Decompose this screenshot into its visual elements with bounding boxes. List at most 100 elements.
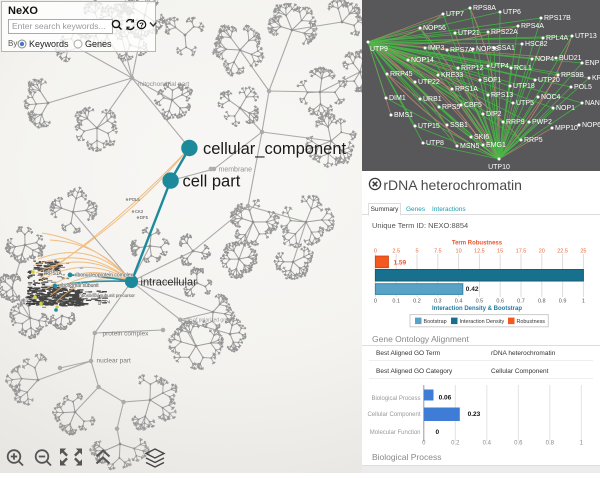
svg-text:NOP6: NOP6 (582, 122, 600, 129)
svg-text:RRP12: RRP12 (461, 65, 484, 72)
svg-text:5: 5 (415, 249, 418, 255)
svg-text:SSA1: SSA1 (497, 45, 515, 52)
svg-text:15: 15 (497, 249, 503, 255)
svg-text:BUD21: BUD21 (559, 55, 582, 62)
svg-text:NOP4: NOP4 (535, 56, 554, 63)
svg-text:RRP45: RRP45 (390, 71, 413, 78)
svg-text:CK2: CK2 (135, 209, 144, 214)
svg-text:?: ? (139, 20, 144, 29)
svg-text:DF5: DF5 (140, 215, 149, 220)
svg-text:0.6: 0.6 (496, 299, 504, 305)
svg-text:site of polarized growth: site of polarized growth (184, 318, 236, 324)
svg-text:NAN1: NAN1 (585, 100, 600, 107)
svg-text:RPS8A: RPS8A (473, 5, 496, 12)
svg-text:SSB1: SSB1 (450, 122, 468, 129)
svg-text:RPS9B: RPS9B (561, 72, 584, 79)
svg-text:RPS13: RPS13 (491, 92, 513, 99)
svg-text:RPS7A: RPS7A (450, 47, 473, 54)
svg-text:RPS4A: RPS4A (521, 23, 544, 30)
svg-text:1.59: 1.59 (394, 260, 407, 267)
svg-text:intracellular: intracellular (141, 277, 198, 289)
svg-text:0.2: 0.2 (451, 441, 460, 447)
svg-text:ribosomal subunit precursor: ribosomal subunit precursor (79, 293, 135, 298)
svg-text:RPS22A: RPS22A (491, 29, 518, 36)
svg-text:2.5: 2.5 (392, 249, 400, 255)
svg-text:UTP20: UTP20 (538, 77, 560, 84)
svg-text:NOP14: NOP14 (411, 57, 434, 64)
svg-text:0.2: 0.2 (413, 299, 421, 305)
svg-text:UTP8: UTP8 (426, 140, 444, 147)
svg-text:Cellular Component: Cellular Component (367, 412, 420, 418)
svg-text:MSN5: MSN5 (460, 143, 480, 150)
svg-text:NOP1: NOP1 (556, 105, 575, 112)
svg-text:RRP9: RRP9 (506, 119, 525, 126)
svg-text:SOF1: SOF1 (483, 77, 501, 84)
svg-text:EMG1: EMG1 (486, 142, 506, 149)
svg-text:KRE33: KRE33 (441, 72, 463, 79)
svg-text:UTP6: UTP6 (503, 9, 521, 16)
svg-text:10: 10 (456, 249, 462, 255)
svg-text:KRE1: KRE1 (592, 75, 600, 82)
svg-text:UTP13: UTP13 (575, 33, 597, 40)
svg-text:0.6: 0.6 (514, 441, 523, 447)
svg-text:NOP4: NOP4 (98, 300, 111, 305)
svg-text:nuclear part: nuclear part (97, 358, 132, 365)
svg-text:0.8: 0.8 (538, 299, 546, 305)
svg-text:0.7: 0.7 (517, 299, 525, 305)
svg-text:RPS1A: RPS1A (455, 86, 478, 93)
svg-text:DIM1: DIM1 (389, 95, 406, 102)
svg-text:RPS1A: RPS1A (46, 271, 63, 277)
svg-text:protein complex: protein complex (103, 331, 150, 338)
svg-text:0.06: 0.06 (439, 395, 452, 402)
svg-text:0.4: 0.4 (455, 299, 463, 305)
svg-text:POL5: POL5 (129, 197, 140, 202)
svg-text:0: 0 (374, 299, 377, 305)
svg-text:Genes: Genes (85, 39, 112, 49)
svg-text:0.9: 0.9 (559, 299, 567, 305)
svg-text:Robustness: Robustness (517, 319, 546, 325)
svg-text:DIP2: DIP2 (486, 111, 502, 118)
svg-text:0.23: 0.23 (468, 411, 481, 418)
svg-text:Molecular Function: Molecular Function (370, 430, 421, 436)
svg-text:0.8: 0.8 (546, 441, 555, 447)
svg-text:cell part: cell part (183, 173, 241, 191)
svg-text:0.5: 0.5 (476, 299, 484, 305)
svg-text:Bootstrap: Bootstrap (424, 319, 447, 325)
svg-text:MPP10: MPP10 (555, 125, 578, 132)
svg-text:0.1: 0.1 (392, 299, 400, 305)
svg-text:HSC82: HSC82 (525, 41, 548, 48)
svg-text:0.3: 0.3 (434, 299, 442, 305)
svg-text:25: 25 (580, 249, 586, 255)
svg-text:17.5: 17.5 (516, 249, 527, 255)
svg-text:UTP21: UTP21 (458, 30, 480, 37)
svg-text:membrane: membrane (219, 167, 253, 174)
svg-text:SKI6: SKI6 (474, 134, 489, 141)
svg-text:PWP2: PWP2 (532, 119, 552, 126)
svg-text:Interaction Density & Bootstra: Interaction Density & Bootstrap (432, 306, 522, 312)
svg-text:0.4: 0.4 (483, 441, 492, 447)
svg-text:UTP9: UTP9 (370, 46, 388, 53)
svg-text:CBF5: CBF5 (464, 102, 482, 109)
svg-text:22.5: 22.5 (557, 249, 568, 255)
svg-text:RPS5: RPS5 (442, 104, 460, 111)
svg-text:UTP18: UTP18 (513, 83, 535, 90)
svg-text:ribonucleoprotein complex: ribonucleoprotein complex (75, 273, 134, 279)
svg-text:UTP22: UTP22 (418, 79, 440, 86)
svg-text:12.5: 12.5 (474, 249, 485, 255)
svg-text:URB1: URB1 (423, 96, 442, 103)
svg-text:UTP4: UTP4 (491, 63, 509, 70)
svg-text:cellular_component: cellular_component (203, 140, 347, 158)
svg-text:POL5: POL5 (574, 84, 592, 91)
svg-text:UTP5: UTP5 (516, 100, 534, 107)
svg-text:0: 0 (436, 429, 440, 436)
svg-text:Biological Process: Biological Process (371, 396, 420, 402)
svg-text:RCL1: RCL1 (514, 65, 532, 72)
svg-text:NOC4: NOC4 (541, 94, 561, 101)
svg-text:RRP5: RRP5 (524, 137, 543, 144)
svg-text:mitochondrial part: mitochondrial part (138, 81, 190, 88)
svg-text:RPL4A: RPL4A (546, 35, 569, 42)
svg-text:1: 1 (580, 441, 584, 447)
svg-text:0.42: 0.42 (466, 286, 479, 293)
svg-text:0: 0 (422, 441, 426, 447)
svg-text:ENP1: ENP1 (585, 60, 600, 67)
